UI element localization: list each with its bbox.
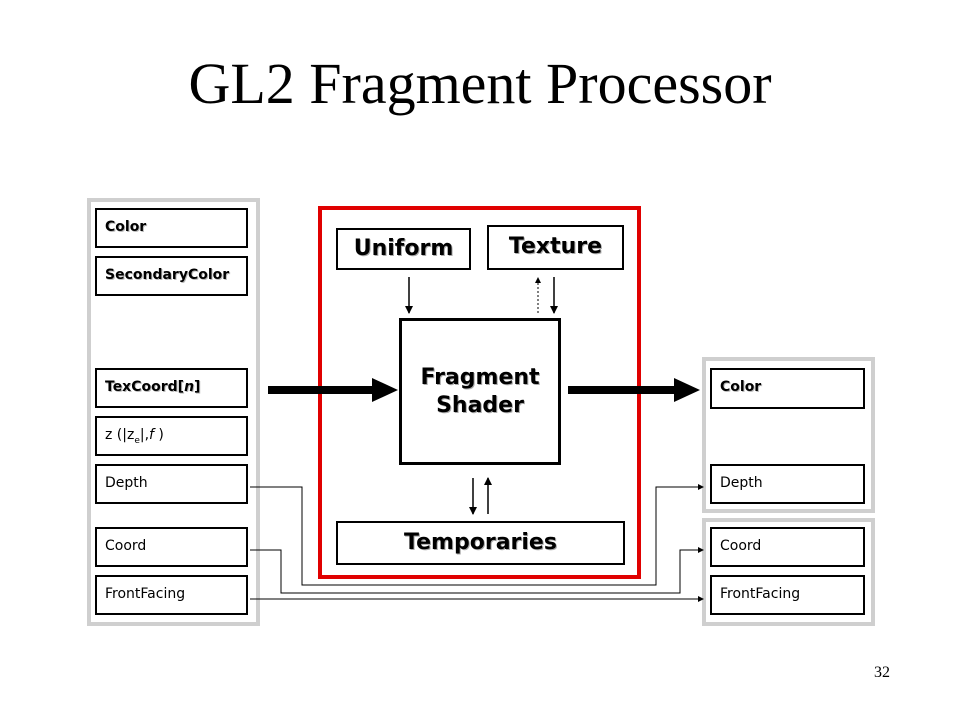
coord-wire	[250, 547, 704, 594]
output-flow-arrow	[568, 378, 700, 402]
input-z: z (|ze|,f )	[95, 416, 248, 456]
input-panel	[87, 198, 260, 626]
z-var: f	[149, 427, 154, 443]
input-flow-arrow	[268, 378, 398, 402]
temporaries-block: Temporaries	[336, 521, 625, 565]
shader-name-line2: Shader	[436, 392, 524, 418]
z-prefix: z (|z	[105, 427, 135, 443]
texcoord-prefix: TexCoord[	[105, 379, 185, 395]
z-mid: |,	[139, 427, 150, 443]
output-coord: Coord	[710, 527, 865, 567]
texcoord-suffix: ]	[194, 379, 201, 395]
input-texcoord: TexCoord[n]	[95, 368, 248, 408]
shader-name-line1: Fragment	[420, 364, 540, 390]
output-color: Color	[710, 368, 865, 409]
input-color: Color	[95, 208, 248, 248]
input-secondary-color: SecondaryColor	[95, 256, 248, 296]
input-front-facing: FrontFacing	[95, 575, 248, 615]
depth-wire	[250, 484, 704, 586]
output-panel-top	[702, 357, 875, 513]
slide-title: GL2 Fragment Processor	[188, 51, 772, 116]
output-front-facing: FrontFacing	[710, 575, 865, 615]
input-coord: Coord	[95, 527, 248, 567]
input-depth: Depth	[95, 464, 248, 504]
output-depth: Depth	[710, 464, 865, 504]
texture-block: Texture	[487, 225, 624, 270]
output-panel-bottom	[702, 518, 875, 626]
z-sub: e	[134, 435, 140, 446]
texcoord-var: n	[184, 379, 195, 395]
page-number: 32	[874, 664, 890, 681]
z-suffix: )	[153, 427, 164, 443]
uniform-block: Uniform	[336, 228, 471, 270]
fragment-shader-block: Fragment Shader	[399, 318, 561, 465]
